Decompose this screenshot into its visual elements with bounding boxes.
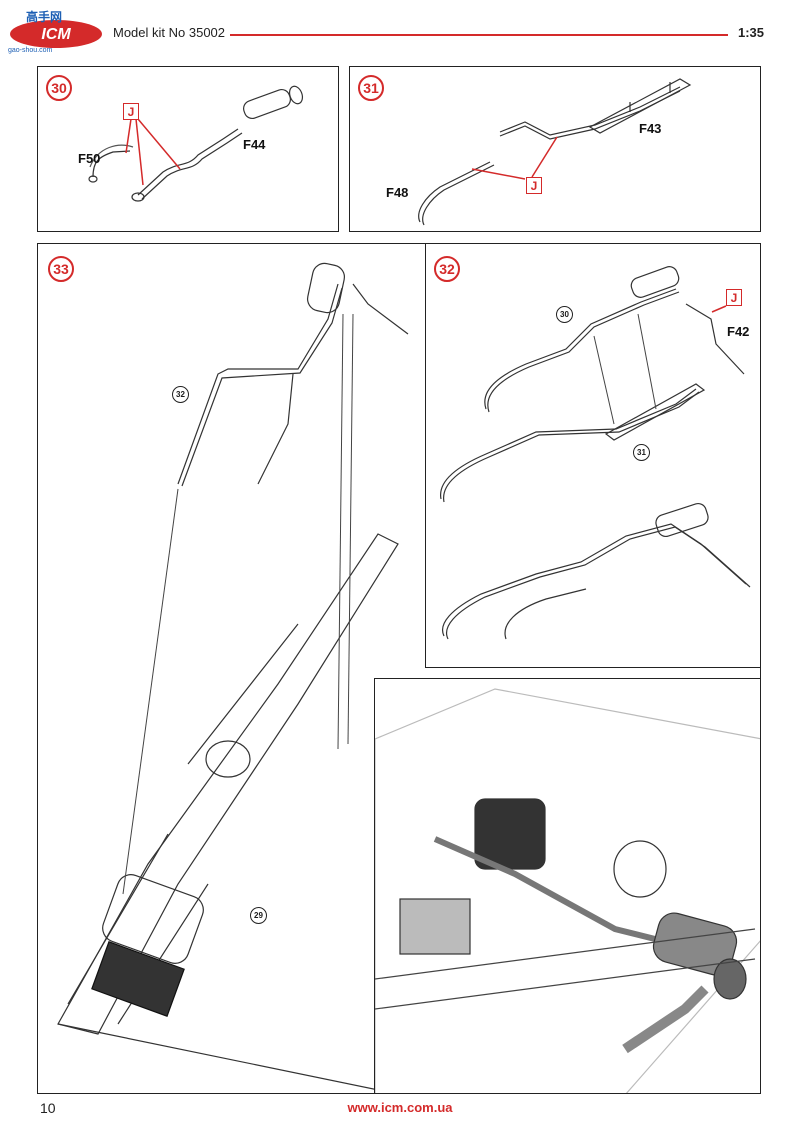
- brand-logo: ICM 高手网 gao-shou.com: [6, 8, 106, 54]
- step-30-drawing: [88, 85, 304, 202]
- exhaust-assembly: [177, 283, 339, 485]
- kit-scale: 1:35: [737, 25, 764, 40]
- step-number-badge: 32: [434, 256, 460, 282]
- transmission: [205, 740, 251, 778]
- muffler: [243, 88, 291, 120]
- subassembly-30: [484, 288, 677, 410]
- part-label: F43: [639, 121, 662, 136]
- ref-step-badge: 30: [556, 306, 573, 323]
- radiator: [91, 941, 185, 1017]
- step-32-drawing: [440, 266, 751, 640]
- kit-title: Model kit No 35002: [113, 25, 226, 40]
- header-rule: [230, 34, 728, 36]
- gearbox-detail: [613, 840, 667, 898]
- step-number-badge: 31: [358, 75, 384, 101]
- subassembly-31: [440, 388, 697, 500]
- ref-step-badge: 32: [172, 386, 189, 403]
- ref-step-badge: 29: [250, 907, 267, 924]
- detail-view-panel: [374, 678, 761, 1094]
- part-label: F48: [386, 185, 409, 200]
- logo-text: ICM: [41, 26, 71, 43]
- part-label: F44: [243, 137, 266, 152]
- step-number-badge: 33: [48, 256, 74, 282]
- ref-step-badge: 31: [633, 444, 650, 461]
- page-number: 10: [40, 1100, 56, 1116]
- watermark-bottom: gao-shou.com: [8, 47, 53, 54]
- step-number-badge: 30: [46, 75, 72, 101]
- step-31-panel: 31 J F43 F48: [349, 66, 761, 232]
- pipe-f43: [499, 86, 681, 136]
- exhaust-pipe-detail: [433, 836, 696, 952]
- pipe-f48: [418, 161, 491, 223]
- website-link[interactable]: www.icm.com.ua: [347, 1100, 453, 1115]
- glue-marker: J: [726, 289, 742, 306]
- step-32-panel: 32 J F42 30 31: [425, 243, 761, 668]
- assembled-exhaust: [442, 523, 747, 637]
- watermark-top: 高手网: [26, 9, 62, 24]
- part-label: F50: [78, 151, 101, 166]
- detail-view-drawing: [375, 688, 760, 1093]
- glue-marker: J: [526, 177, 542, 194]
- logo-oval: [10, 20, 102, 48]
- pipe-f50: [92, 150, 131, 178]
- battery-detail: [399, 898, 471, 955]
- step-33-drawing: [57, 262, 409, 1093]
- engine-block: [102, 874, 204, 964]
- step-31-drawing: [418, 78, 692, 226]
- part-label: F42: [727, 324, 750, 339]
- step-30-panel: 30 J F50 F44: [37, 66, 339, 232]
- glue-marker: J: [123, 103, 139, 120]
- pipe-f44: [137, 128, 239, 196]
